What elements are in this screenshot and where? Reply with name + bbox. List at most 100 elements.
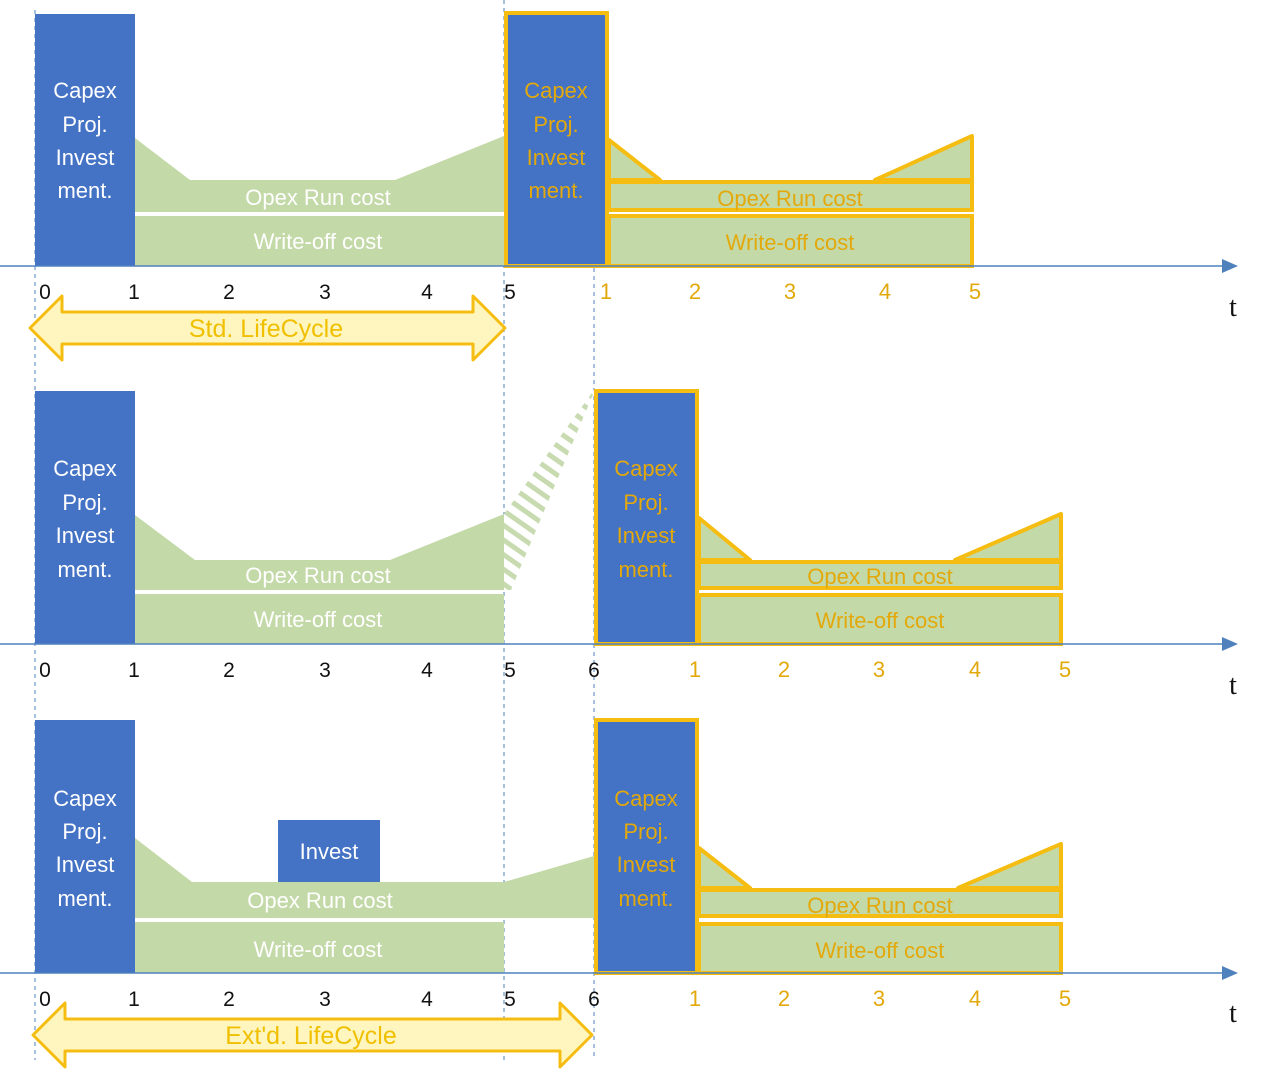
- svg-text:Proj.: Proj.: [62, 819, 107, 844]
- svg-text:2: 2: [223, 988, 235, 1011]
- next-opex-band: [697, 560, 1063, 590]
- capex-label: Capex Proj. Invest ment.: [53, 456, 117, 582]
- svg-text:2: 2: [778, 986, 790, 1011]
- next-opex-label: Opex Run cost: [807, 893, 953, 918]
- capex-label: Capex Proj. Invest ment.: [53, 78, 117, 203]
- capex-label: Capex Proj. Invest ment.: [53, 786, 117, 911]
- svg-text:Invest: Invest: [617, 523, 676, 548]
- svg-text:3: 3: [319, 659, 331, 682]
- svg-text:0: 0: [39, 659, 51, 682]
- capex-block: [35, 391, 135, 644]
- svg-text:Proj.: Proj.: [623, 819, 668, 844]
- opex-area: [135, 838, 594, 918]
- svg-text:2: 2: [223, 281, 235, 304]
- axis-ticks-yellow: 1 2 3 4 5: [689, 657, 1071, 682]
- next-opex-band: [697, 888, 1063, 918]
- time-axis-arrowhead: [1222, 259, 1238, 273]
- svg-text:Invest: Invest: [56, 145, 115, 170]
- next-opex-rise: [956, 842, 1063, 890]
- svg-text:1: 1: [600, 279, 612, 304]
- next-capex-label: Capex Proj. Invest ment.: [524, 78, 588, 203]
- svg-text:ment.: ment.: [618, 557, 673, 582]
- svg-text:5: 5: [504, 659, 516, 682]
- writeoff-label: Write-off cost: [254, 937, 383, 962]
- svg-text:3: 3: [873, 657, 885, 682]
- opex-label: Opex Run cost: [245, 185, 391, 210]
- svg-text:0: 0: [39, 988, 51, 1011]
- svg-text:2: 2: [689, 279, 701, 304]
- svg-text:3: 3: [319, 988, 331, 1011]
- svg-text:1: 1: [128, 659, 140, 682]
- svg-text:1: 1: [689, 657, 701, 682]
- invest-block: [278, 820, 380, 882]
- extended-lifecycle-label: Ext'd. LifeCycle: [225, 1022, 397, 1050]
- time-axis-arrowhead: [1222, 966, 1238, 980]
- svg-text:1: 1: [128, 281, 140, 304]
- svg-text:Proj.: Proj.: [62, 490, 107, 515]
- writeoff-label: Write-off cost: [254, 229, 383, 254]
- svg-text:Proj.: Proj.: [62, 112, 107, 137]
- svg-text:2: 2: [778, 657, 790, 682]
- svg-text:Capex: Capex: [53, 456, 117, 481]
- next-opex-peak: [607, 138, 662, 182]
- svg-text:Proj.: Proj.: [623, 490, 668, 515]
- opex-area: [135, 514, 504, 590]
- svg-text:ment.: ment.: [57, 178, 112, 203]
- std-lifecycle-arrow: [28, 294, 507, 362]
- writeoff-area: [135, 922, 504, 973]
- time-axis-label: t: [1229, 292, 1237, 323]
- extended-lifecycle-arrow: [31, 1001, 594, 1069]
- svg-text:ment.: ment.: [57, 886, 112, 911]
- svg-text:Invest: Invest: [56, 852, 115, 877]
- next-opex-label: Opex Run cost: [807, 564, 953, 589]
- svg-text:5: 5: [1059, 986, 1071, 1011]
- opex-area: [135, 136, 504, 212]
- next-opex-label: Opex Run cost: [717, 186, 863, 211]
- svg-text:2: 2: [223, 659, 235, 682]
- svg-text:4: 4: [421, 281, 433, 304]
- svg-text:0: 0: [39, 281, 51, 304]
- writeoff-label: Write-off cost: [254, 607, 383, 632]
- time-axis-label: t: [1229, 998, 1237, 1029]
- svg-text:3: 3: [319, 281, 331, 304]
- invest-label: Invest: [300, 839, 359, 864]
- opex-label: Opex Run cost: [245, 563, 391, 588]
- extended-opex-hatch: [504, 390, 594, 590]
- svg-text:5: 5: [504, 988, 516, 1011]
- svg-text:Capex: Capex: [53, 786, 117, 811]
- svg-text:5: 5: [1059, 657, 1071, 682]
- next-writeoff-label: Write-off cost: [726, 230, 855, 255]
- svg-text:Capex: Capex: [614, 786, 678, 811]
- svg-text:5: 5: [969, 279, 981, 304]
- svg-text:Invest: Invest: [617, 852, 676, 877]
- svg-text:ment.: ment.: [528, 178, 583, 203]
- svg-text:3: 3: [873, 986, 885, 1011]
- next-capex-label: Capex Proj. Invest ment.: [614, 786, 678, 911]
- next-capex-block: [504, 11, 609, 268]
- next-writeoff-label: Write-off cost: [816, 938, 945, 963]
- svg-text:4: 4: [421, 988, 433, 1011]
- std-lifecycle-label: Std. LifeCycle: [189, 315, 343, 343]
- capex-block: [35, 720, 135, 973]
- svg-text:4: 4: [421, 659, 433, 682]
- axis-ticks-black: 0 1 2 3 4 5 6: [39, 988, 600, 1011]
- next-opex-peak: [697, 846, 752, 890]
- svg-text:4: 4: [879, 279, 891, 304]
- svg-text:5: 5: [504, 281, 516, 304]
- next-capex-block: [594, 389, 699, 646]
- row-standard: Opex Run cost Write-off cost Capex Proj.…: [0, 11, 1238, 362]
- svg-text:Invest: Invest: [527, 145, 586, 170]
- svg-text:4: 4: [969, 986, 981, 1011]
- svg-text:Capex: Capex: [524, 78, 588, 103]
- row-extended: Invest Opex Run cost Write-off cost Cape…: [0, 718, 1238, 1069]
- next-capex-label: Capex Proj. Invest ment.: [614, 456, 678, 582]
- next-opex-rise: [873, 134, 974, 182]
- time-axis-arrowhead: [1222, 637, 1238, 651]
- next-writeoff-label: Write-off cost: [816, 608, 945, 633]
- next-opex-rise: [953, 512, 1063, 562]
- row-delayed: Opex Run cost Write-off cost Capex Proj.…: [0, 389, 1238, 701]
- writeoff-area: [135, 594, 504, 644]
- svg-text:ment.: ment.: [618, 886, 673, 911]
- svg-text:3: 3: [784, 279, 796, 304]
